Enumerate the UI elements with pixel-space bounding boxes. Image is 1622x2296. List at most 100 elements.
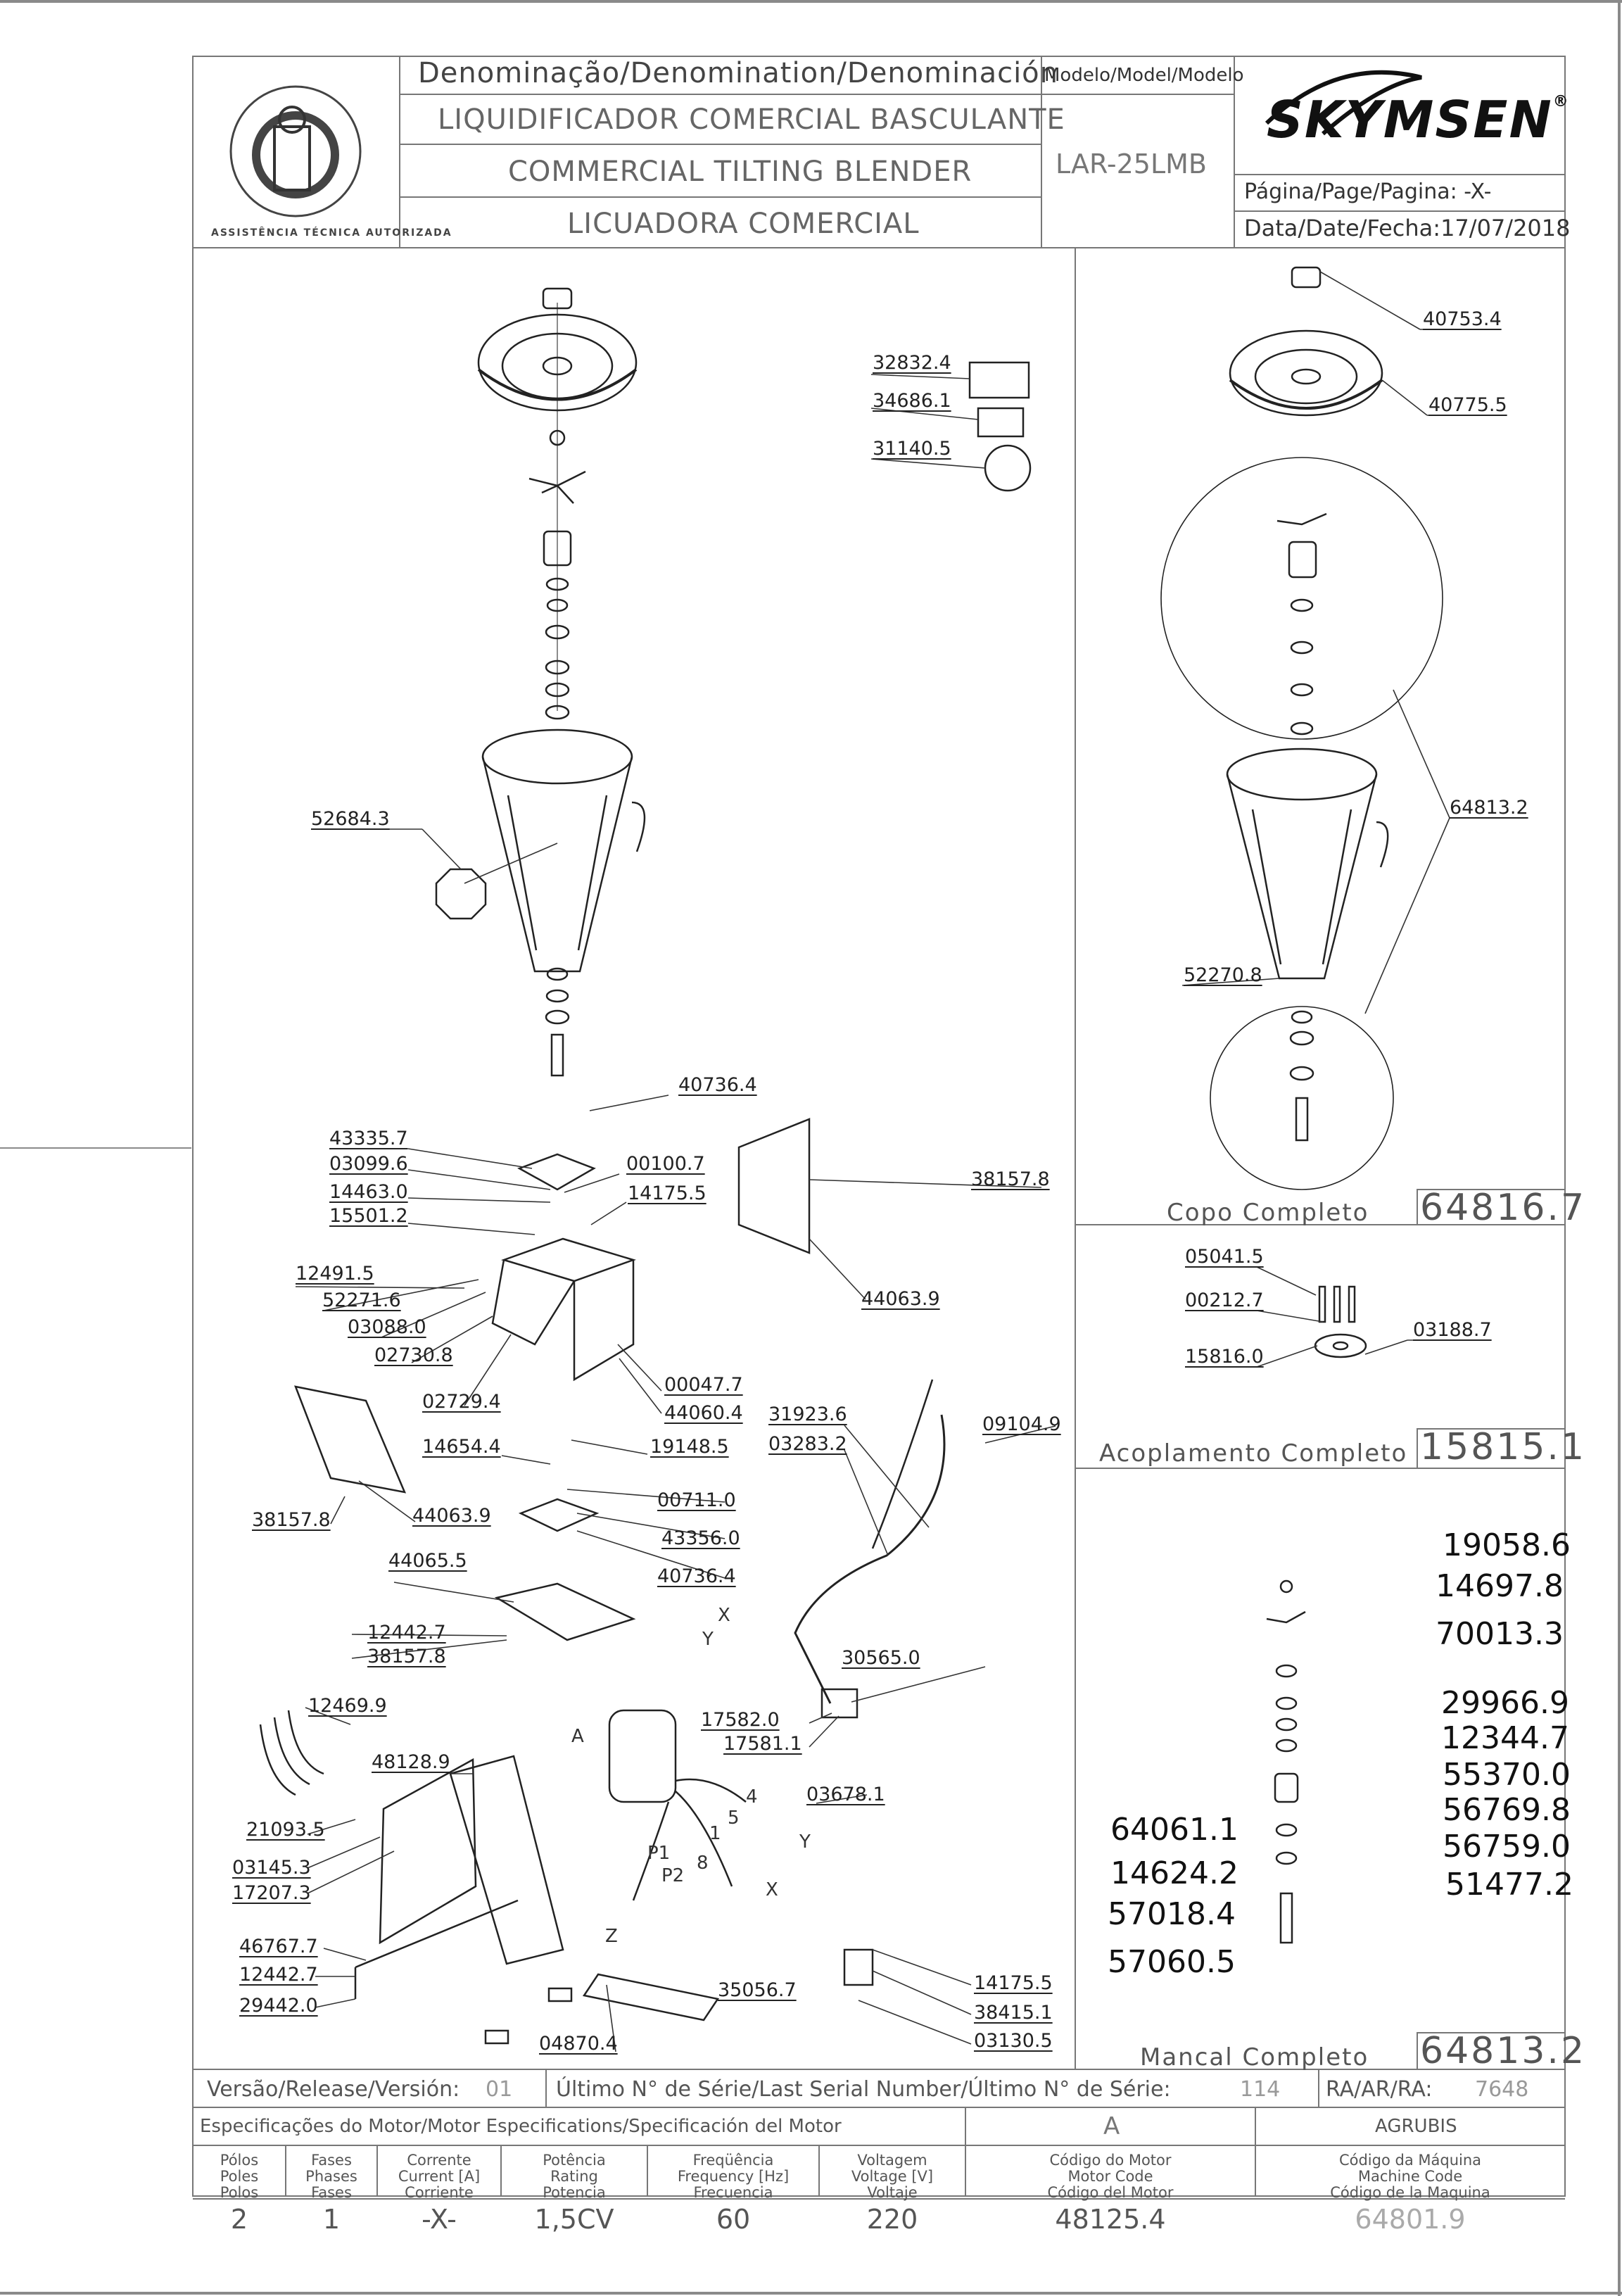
page-label: Página/Page/Pagina: -X- xyxy=(1244,179,1492,204)
part-number: 14654.4 xyxy=(422,1436,501,1458)
part-number: 02730.8 xyxy=(374,1344,453,1366)
spec-column-value: 2 xyxy=(230,2204,248,2235)
part-number: 38415.1 xyxy=(974,2002,1053,2024)
part-number: 14175.5 xyxy=(628,1182,707,1204)
part-number: 17581.1 xyxy=(723,1733,802,1755)
product-name-es: LICUADORA COMERCIAL xyxy=(567,208,920,240)
serial-label: Último N° de Série/Last Serial Number/Úl… xyxy=(556,2077,1171,2102)
mancal-part-number: 57060.5 xyxy=(1108,1944,1236,1980)
spec-header-line: Frecuencia xyxy=(693,2184,773,2202)
spec-header-line: Fases xyxy=(311,2184,352,2202)
spec-header-line: Potencia xyxy=(543,2184,606,2202)
part-number: 40736.4 xyxy=(678,1074,757,1096)
part-number: 40736.4 xyxy=(657,1565,736,1587)
denomination-label: Denominação/Denomination/Denominación xyxy=(418,57,1059,89)
spec-header-line: Fases xyxy=(311,2152,352,2169)
part-number: 15501.2 xyxy=(329,1205,408,1227)
acoplamento-part-number: 03188.7 xyxy=(1413,1319,1492,1341)
spec-header-line: Corrente xyxy=(407,2152,471,2169)
mancal-part-number: 70013.3 xyxy=(1436,1616,1564,1652)
part-number: 12442.7 xyxy=(367,1622,446,1644)
part-number: 12442.7 xyxy=(239,1964,318,1986)
wire-label: P1 xyxy=(647,1843,671,1864)
mancal-part-number: 14624.2 xyxy=(1110,1855,1238,1891)
spec-header-line: Polos xyxy=(220,2184,259,2202)
spec-header-line: Phases xyxy=(305,2168,357,2185)
spec-header-line: Rating xyxy=(550,2168,598,2185)
product-name-en: COMMERCIAL TILTING BLENDER xyxy=(508,156,972,188)
part-number: 43335.7 xyxy=(329,1128,408,1149)
part-number: 52271.6 xyxy=(322,1289,401,1311)
part-number: 38157.8 xyxy=(252,1509,331,1531)
acoplamento-part-number: 15816.0 xyxy=(1185,1346,1264,1368)
part-number: 43356.0 xyxy=(661,1527,740,1549)
spec-header-line: Potência xyxy=(543,2152,606,2169)
part-number: 32832.4 xyxy=(873,352,951,374)
part-number: 44065.5 xyxy=(388,1550,467,1572)
mancal-part-number: 51477.2 xyxy=(1445,1867,1573,1903)
part-number: 03678.1 xyxy=(806,1784,885,1805)
spec-header-line: Poles xyxy=(220,2168,259,2185)
part-number: 44060.4 xyxy=(664,1402,743,1424)
part-number: 00100.7 xyxy=(626,1153,705,1175)
mancal-title: Mancal Completo xyxy=(1140,2043,1369,2071)
mancal-part-number: 12344.7 xyxy=(1441,1720,1569,1756)
acoplamento-part-number: 05041.5 xyxy=(1185,1246,1264,1268)
wire-label: Y xyxy=(702,1629,714,1650)
spec-column-value: 1,5CV xyxy=(534,2204,614,2235)
part-number: 46767.7 xyxy=(239,1936,318,1957)
page-bottom-edge xyxy=(0,2292,1622,2295)
part-number: 17207.3 xyxy=(232,1882,311,1904)
part-number: 29442.0 xyxy=(239,1995,318,2017)
ra-value: 7648 xyxy=(1475,2077,1529,2102)
part-number: 19148.5 xyxy=(650,1436,729,1458)
mancal-part-number: 56769.8 xyxy=(1443,1792,1571,1828)
assistance-seal-logo xyxy=(229,85,362,217)
mancal-part-number: 29966.9 xyxy=(1441,1685,1569,1721)
wire-label: X xyxy=(766,1879,778,1900)
version-value: 01 xyxy=(486,2077,513,2102)
wire-label: X xyxy=(718,1605,730,1626)
part-number: 44063.9 xyxy=(412,1505,491,1527)
spec-header-line: Frequency [Hz] xyxy=(677,2168,790,2185)
spec-header-line: Current [A] xyxy=(398,2168,481,2185)
page-top-edge xyxy=(0,0,1622,3)
acoplamento-title: Acoplamento Completo xyxy=(1099,1439,1408,1468)
spec-header-line: Machine Code xyxy=(1357,2168,1463,2185)
spec-header-line: Código da Máquina xyxy=(1338,2152,1482,2169)
spec-header-line: Motor Code xyxy=(1067,2168,1153,2185)
spec-header-line: Pólos xyxy=(220,2152,259,2169)
part-number: 48128.9 xyxy=(372,1751,450,1773)
model-value: LAR-25LMB xyxy=(1056,149,1207,179)
copo-part-number: 64813.2 xyxy=(1450,797,1528,819)
part-number: 03130.5 xyxy=(974,2030,1053,2052)
part-number: 30565.0 xyxy=(842,1647,920,1669)
mancal-part-number: 64061.1 xyxy=(1110,1812,1238,1848)
part-number: 35056.7 xyxy=(718,1979,797,2001)
mancal-code: 64813.2 xyxy=(1420,2030,1587,2072)
spec-column-value: 64801.9 xyxy=(1355,2204,1466,2235)
part-number: 02729.4 xyxy=(422,1391,501,1413)
brand-swoosh xyxy=(1265,70,1422,136)
spec-header-line: Código de la Maquina xyxy=(1330,2184,1490,2202)
part-number: 34686.1 xyxy=(873,390,951,412)
acoplamento-part-number: 00212.7 xyxy=(1185,1289,1264,1311)
copo-completo-view xyxy=(1160,266,1443,1190)
part-number: 00047.7 xyxy=(664,1374,743,1396)
spec-header-line: Código do Motor xyxy=(1049,2152,1172,2169)
page-right-edge xyxy=(1618,0,1621,2296)
serial-value: 114 xyxy=(1240,2077,1281,2102)
copo-leader-lines xyxy=(1181,271,1520,1014)
spec-column-value: 220 xyxy=(866,2204,918,2235)
copo-part-number: 40775.5 xyxy=(1428,394,1507,416)
spec-header-line: Voltagem xyxy=(857,2152,927,2169)
acoplamento-leader-lines xyxy=(1256,1266,1490,1368)
